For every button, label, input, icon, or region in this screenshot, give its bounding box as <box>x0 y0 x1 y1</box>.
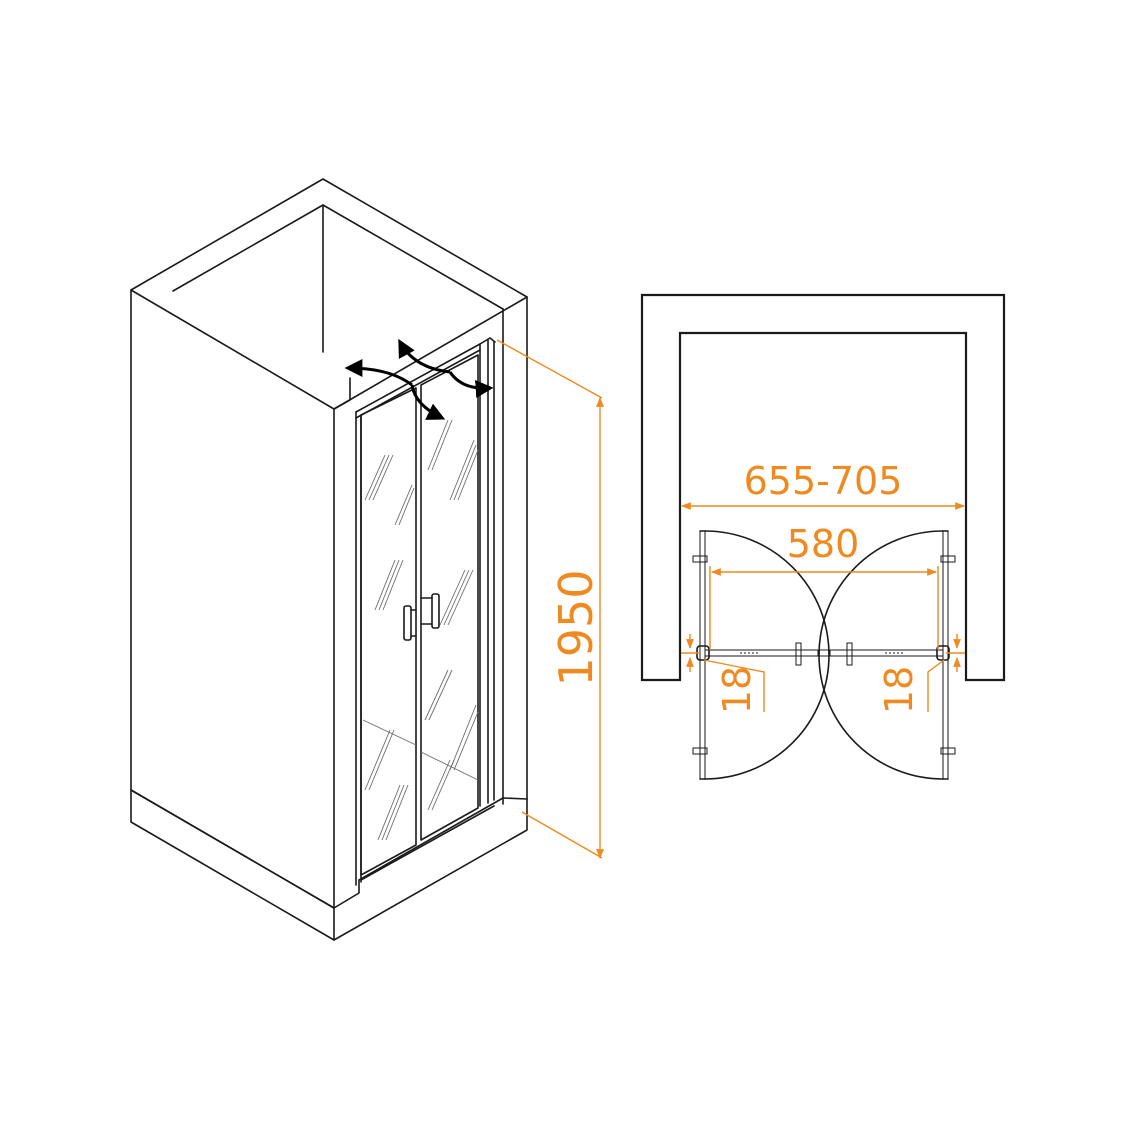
right-gap-label: 18 <box>877 666 921 714</box>
door-swing-arcs <box>699 530 949 780</box>
left-gap-dimension: 18 <box>681 634 765 714</box>
width-range-label: 655-705 <box>744 459 903 503</box>
isometric-view: 1950 <box>130 178 604 941</box>
shower-tray <box>130 789 528 941</box>
door-handle-icon <box>403 593 440 641</box>
glass-reflections-left <box>364 454 415 841</box>
right-gap-dimension: 18 <box>877 634 965 714</box>
height-label: 1950 <box>549 569 603 686</box>
door-opening-dimension: 580 <box>709 522 939 650</box>
door-assembly <box>344 337 496 886</box>
closed-door-line <box>704 642 944 666</box>
door-swing-arrows-icon <box>344 338 494 420</box>
door-leaves <box>692 530 956 780</box>
hinge-icon <box>696 645 950 661</box>
left-gap-label: 18 <box>715 666 759 714</box>
plan-wall-outline <box>640 293 1006 682</box>
door-opening-label: 580 <box>787 522 860 566</box>
height-dimension: 1950 <box>496 339 604 859</box>
glass-reflections-right <box>424 419 479 811</box>
plan-view: 655-705 580 18 18 <box>640 293 1006 780</box>
width-range-dimension: 655-705 <box>681 459 965 510</box>
wall-block <box>130 178 528 909</box>
